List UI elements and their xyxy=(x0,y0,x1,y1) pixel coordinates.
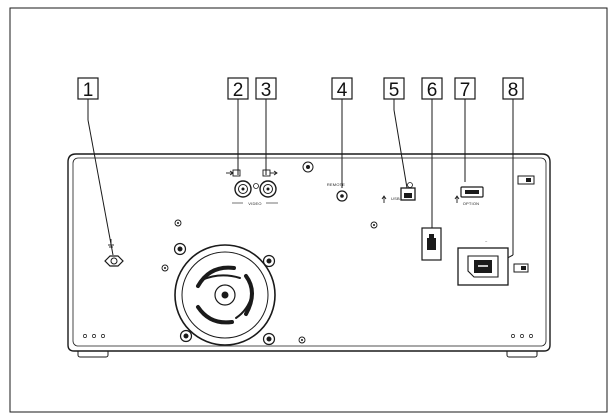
security-slot xyxy=(421,227,442,261)
right-latch-top xyxy=(517,175,535,185)
ground-icon xyxy=(108,239,114,248)
device-body xyxy=(67,153,551,352)
callout-7: 7 xyxy=(454,77,476,101)
leader-lines xyxy=(87,99,514,263)
video-out-icon xyxy=(262,169,278,177)
ac-symbol: ~ xyxy=(485,239,488,244)
video-connectors: VIDEO xyxy=(226,169,278,206)
callout-3-label: 3 xyxy=(261,80,272,101)
callout-3: 3 xyxy=(255,77,277,101)
callout-2: 2 xyxy=(227,77,249,101)
usb-label: USB xyxy=(391,196,400,201)
callout-8-label: 8 xyxy=(508,80,519,101)
top-screw xyxy=(302,161,314,173)
video-label: VIDEO xyxy=(248,201,261,206)
cooling-fan xyxy=(173,242,276,346)
callout-5: 5 xyxy=(383,77,405,101)
callout-4: 4 xyxy=(331,77,353,101)
remote-label: REMOTE xyxy=(327,182,345,187)
video-center-screw xyxy=(253,183,259,189)
option-label: OPTION xyxy=(463,201,480,206)
video-in-icon xyxy=(226,169,241,177)
callout-7-label: 7 xyxy=(460,80,471,101)
right-latch-bottom xyxy=(513,263,529,273)
ac-inlet: ~ xyxy=(457,239,509,286)
callout-1: 1 xyxy=(77,77,99,101)
remote-jack: REMOTE xyxy=(327,182,348,202)
bottom-left-dots xyxy=(83,334,105,338)
callout-6: 6 xyxy=(421,77,443,101)
callout-6-label: 6 xyxy=(427,80,438,101)
callout-5-label: 5 xyxy=(389,80,400,101)
option-port: OPTION xyxy=(454,186,484,206)
callout-1-label: 1 xyxy=(83,80,94,101)
video-in-jack xyxy=(234,180,252,198)
bottom-right-dots xyxy=(511,334,533,338)
usb-port: USB xyxy=(381,182,416,203)
callout-2-label: 2 xyxy=(233,80,244,101)
video-out-jack xyxy=(259,180,277,198)
callout-4-label: 4 xyxy=(337,80,348,101)
device-inner-border xyxy=(72,157,547,347)
ground-terminal xyxy=(104,239,124,267)
callout-8: 8 xyxy=(502,77,524,101)
panel-screw-centers xyxy=(164,222,375,341)
